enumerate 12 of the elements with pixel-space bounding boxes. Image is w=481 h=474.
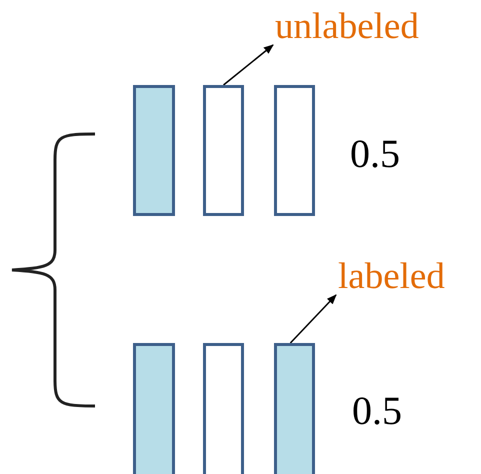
annotation-label: labeled bbox=[338, 257, 445, 297]
bar bbox=[133, 343, 175, 474]
leader-arrow bbox=[223, 44, 274, 86]
annotation-label: unlabeled bbox=[275, 7, 419, 47]
value-label: 0.5 bbox=[352, 390, 402, 432]
bar bbox=[274, 343, 315, 474]
bar bbox=[203, 343, 244, 474]
bar bbox=[203, 85, 244, 216]
leader-arrow bbox=[290, 294, 337, 344]
bar bbox=[133, 85, 175, 216]
value-label: 0.5 bbox=[350, 133, 400, 175]
bar bbox=[274, 85, 315, 216]
